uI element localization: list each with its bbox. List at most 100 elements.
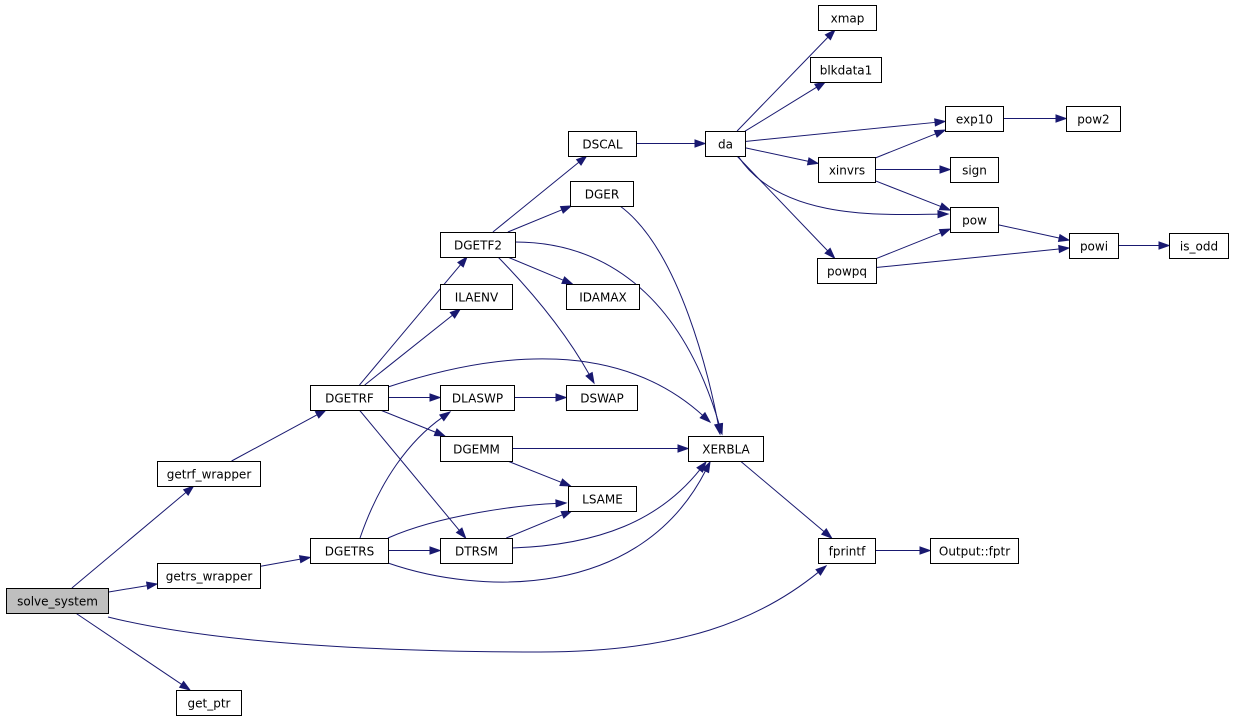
edge-da-to-powpq <box>736 155 836 260</box>
node-label: powi <box>1080 240 1108 254</box>
node-xinvrs[interactable]: xinvrs <box>818 157 876 183</box>
edge-dgemm-to-xerbla <box>512 444 690 453</box>
node-label: xinvrs <box>829 164 865 178</box>
node-label: DLASWP <box>452 392 503 406</box>
node-output-fptr[interactable]: Output::fptr <box>930 538 1019 564</box>
node-dtrsm[interactable]: DTRSM <box>440 538 513 564</box>
edge-da-to-xinvrs <box>744 147 820 166</box>
node-lsame[interactable]: LSAME <box>568 486 637 512</box>
node-fprintf[interactable]: fprintf <box>818 538 876 564</box>
node-label: IDAMAX <box>579 291 627 305</box>
node-get-ptr[interactable]: get_ptr <box>176 690 242 716</box>
node-is-odd[interactable]: is_odd <box>1169 233 1229 259</box>
node-label: xmap <box>831 12 865 26</box>
call-graph-edges <box>71 28 1171 691</box>
node-pow[interactable]: pow <box>950 207 999 233</box>
node-label: pow2 <box>1077 113 1109 127</box>
node-ilaenv[interactable]: ILAENV <box>440 284 513 310</box>
node-dlaswp[interactable]: DLASWP <box>440 385 515 411</box>
node-pow2[interactable]: pow2 <box>1066 106 1121 132</box>
node-label: fprintf <box>829 545 866 559</box>
edge-da-to-blkdata1 <box>744 81 827 132</box>
edge-powpq-to-powi <box>875 244 1071 269</box>
node-label: exp10 <box>956 113 993 127</box>
edge-dscal-to-da <box>636 139 707 148</box>
edge-getrs_wrapper-to-dgetrs <box>259 555 312 567</box>
node-solve-system[interactable]: solve_system <box>6 588 109 614</box>
edge-dger-to-xerbla <box>619 205 723 436</box>
node-label: DGETRF <box>325 392 374 406</box>
node-label: DGER <box>585 188 619 202</box>
node-label: Output::fptr <box>939 545 1010 559</box>
call-graph-nodes: solve_system getrf_wrapper getrs_wrapperge… <box>6 5 1229 716</box>
node-label: blkdata1 <box>820 64 873 78</box>
edge-fprintf-to-output_fptr <box>875 546 932 555</box>
node-blkdata1[interactable]: blkdata1 <box>810 57 882 83</box>
node-dger[interactable]: DGER <box>570 181 634 207</box>
node-label: DGETF2 <box>454 239 502 253</box>
node-powpq[interactable]: powpq <box>817 258 877 284</box>
edge-dtrsm-to-xerbla <box>511 460 707 549</box>
edge-dgetf2-to-dswap <box>497 256 595 385</box>
node-label: pow <box>962 214 987 228</box>
node-label: getrs_wrapper <box>166 570 253 584</box>
edge-dgetf2-to-idamax <box>507 256 574 285</box>
edge-xerbla-to-fprintf <box>740 460 833 539</box>
node-label: sign <box>962 164 987 178</box>
edge-xinvrs-to-sign <box>875 165 952 174</box>
node-label: is_odd <box>1180 240 1218 254</box>
edge-xinvrs-to-pow <box>874 180 952 211</box>
edge-powi-to-is_odd <box>1118 241 1171 250</box>
edge-solve_system-to-get_ptr <box>75 612 192 691</box>
edge-dgetrf-to-dtrsm <box>358 409 467 540</box>
node-label: XERBLA <box>702 443 750 457</box>
edge-exp10-to-pow2 <box>1003 114 1068 123</box>
node-label: ILAENV <box>455 291 499 305</box>
node-dgemm[interactable]: DGEMM <box>440 436 513 462</box>
edge-powpq-to-pow <box>875 228 952 260</box>
node-getrf-wrapper[interactable]: getrf_wrapper <box>157 461 261 487</box>
edge-solve_system-to-getrf_wrapper <box>71 485 195 589</box>
edge-dgetrf-to-xerbla <box>387 358 712 424</box>
node-dgetf2[interactable]: DGETF2 <box>440 232 516 258</box>
node-label: DSWAP <box>580 392 624 406</box>
node-exp10[interactable]: exp10 <box>945 106 1004 132</box>
node-label: solve_system <box>17 595 98 609</box>
edge-dgetrs-to-dtrsm <box>388 546 442 555</box>
node-idamax[interactable]: IDAMAX <box>566 284 640 310</box>
node-xerbla[interactable]: XERBLA <box>688 436 764 462</box>
edge-getrf_wrapper-to-dgetrf <box>231 409 328 462</box>
edge-xinvrs-to-exp10 <box>874 129 947 159</box>
node-label: LSAME <box>582 493 623 507</box>
node-dswap[interactable]: DSWAP <box>566 385 638 411</box>
node-dgetrf[interactable]: DGETRF <box>310 385 389 411</box>
edge-dgetrs-to-xerbla <box>387 460 711 583</box>
edge-dgetrf-to-ilaenv <box>364 308 462 386</box>
edge-dgetrs-to-lsame <box>387 499 568 539</box>
edge-dgetrs-to-dlaswp <box>359 411 452 539</box>
node-da[interactable]: da <box>705 131 746 157</box>
edge-da-to-exp10 <box>744 118 947 142</box>
edge-dgemm-to-lsame <box>507 460 572 487</box>
edge-solve_system-to-getrs_wrapper <box>107 581 159 593</box>
node-label: DTRSM <box>455 545 498 559</box>
node-xmap[interactable]: xmap <box>818 5 877 31</box>
node-label: da <box>718 138 733 152</box>
edge-dtrsm-to-lsame <box>506 510 574 539</box>
edge-dlaswp-to-dswap <box>514 393 568 402</box>
edge-dgetrf-to-dgetf2 <box>359 255 468 386</box>
edge-da-to-xmap <box>736 28 836 132</box>
node-sign[interactable]: sign <box>950 157 999 183</box>
node-label: get_ptr <box>188 697 231 711</box>
node-dscal[interactable]: DSCAL <box>568 131 637 157</box>
edge-dgetrf-to-dlaswp <box>388 393 442 402</box>
edge-pow-to-powi <box>997 224 1071 243</box>
node-label: DSCAL <box>582 138 622 152</box>
node-getrs-wrapper[interactable]: getrs_wrapper <box>157 563 261 589</box>
node-label: DGETRS <box>325 545 374 559</box>
node-dgetrs[interactable]: DGETRS <box>310 538 389 564</box>
node-powi[interactable]: powi <box>1069 233 1119 259</box>
edge-dgetf2-to-dger <box>507 205 573 233</box>
edge-solve_system-to-fprintf <box>107 565 828 653</box>
